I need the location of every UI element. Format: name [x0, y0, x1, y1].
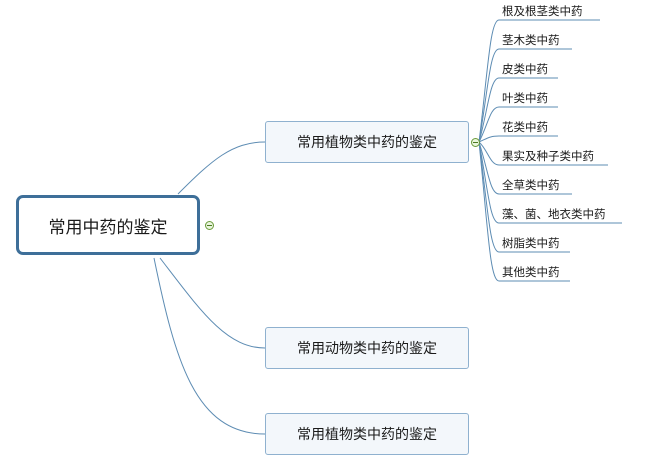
leaf-topic[interactable]: 皮类中药: [502, 62, 548, 76]
branch-topic-plant[interactable]: 常用植物类中药的鉴定: [265, 121, 469, 163]
connector-root-branch-2: [159, 257, 266, 349]
branch-topic-label: 常用植物类中药的鉴定: [297, 135, 437, 151]
branch-topic-label: 常用动物类中药的鉴定: [297, 341, 437, 357]
leaf-topic[interactable]: 果实及种子类中药: [502, 149, 594, 163]
leaf-topic[interactable]: 根及根茎类中药: [502, 4, 583, 18]
branch-topic-plant-2[interactable]: 常用植物类中药的鉴定: [265, 413, 469, 455]
leaf-connectors: [478, 19, 622, 282]
branch-collapse-icon[interactable]: [471, 138, 480, 147]
leaf-topic-label: 全草类中药: [502, 178, 560, 192]
root-topic-label: 常用中药的鉴定: [48, 217, 168, 238]
leaf-topic[interactable]: 全草类中药: [502, 178, 560, 192]
leaf-topic-label: 树脂类中药: [502, 236, 560, 250]
leaf-topic-label: 茎木类中药: [502, 33, 560, 47]
branch-topic-label: 常用植物类中药的鉴定: [297, 427, 437, 443]
leaf-topic-label: 其他类中药: [502, 265, 560, 279]
leaf-topic[interactable]: 其他类中药: [502, 265, 560, 279]
leaf-topic-label: 花类中药: [502, 120, 548, 134]
leaf-topic[interactable]: 花类中药: [502, 120, 548, 134]
leaf-topic-label: 藻、菌、地衣类中药: [502, 207, 606, 221]
leaf-topic-label: 叶类中药: [502, 91, 548, 105]
branch-topic-animal[interactable]: 常用动物类中药的鉴定: [265, 327, 469, 369]
leaf-topic[interactable]: 叶类中药: [502, 91, 548, 105]
root-collapse-icon[interactable]: [205, 221, 214, 230]
leaf-topic[interactable]: 茎木类中药: [502, 33, 560, 47]
leaf-topic[interactable]: 藻、菌、地衣类中药: [502, 207, 606, 221]
leaf-topic-label: 皮类中药: [502, 62, 548, 76]
connector-root-branch-1: [177, 141, 266, 195]
leaf-topic-label: 果实及种子类中药: [502, 149, 594, 163]
root-topic[interactable]: 常用中药的鉴定: [16, 195, 200, 255]
leaf-topic-label: 根及根茎类中药: [502, 4, 583, 18]
leaf-topic[interactable]: 树脂类中药: [502, 236, 560, 250]
connector-root-branch-3: [153, 257, 266, 435]
